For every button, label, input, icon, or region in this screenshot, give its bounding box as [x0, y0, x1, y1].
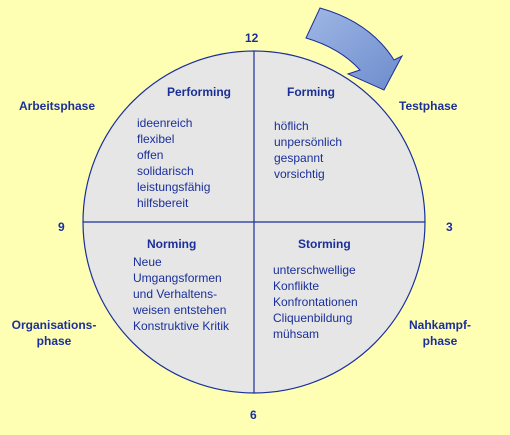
list-item: unpersönlich [274, 135, 343, 149]
list-item: ideenreich [137, 116, 193, 130]
list-item: Cliquenbildung [273, 311, 353, 325]
quadrant-title-norming: Norming [147, 237, 197, 251]
list-item: unterschwellige [273, 263, 356, 277]
list-item: Konfrontationen [273, 295, 358, 309]
phase-label-testphase: Testphase [399, 99, 458, 113]
phase-label-line: phase [422, 334, 458, 348]
list-item: leistungsfähig [137, 180, 211, 194]
quadrant-list-performing: ideenreich flexibel offen solidarisch le… [137, 115, 210, 211]
list-item: gespannt [274, 151, 324, 165]
quadrant-title-storming: Storming [298, 237, 351, 251]
phase-label-arbeitsphase: Arbeitsphase [19, 99, 96, 113]
list-item: Umgangsformen [133, 271, 222, 285]
list-item: hilfsbereit [137, 196, 189, 210]
list-item: Neue [133, 255, 162, 269]
list-item: flexibel [137, 132, 175, 146]
phase-label-nahkampfphase: Nahkampf- phase [398, 317, 482, 349]
list-item: solidarisch [137, 164, 194, 178]
quadrant-title-performing: Performing [167, 85, 232, 99]
list-item: Konstruktive Kritik [133, 319, 230, 333]
list-item: höflich [274, 119, 309, 133]
list-item: weisen entstehen [133, 303, 227, 317]
clockwise-arrow-icon [305, 7, 404, 91]
quadrant-title-forming: Forming [287, 85, 335, 99]
phase-label-line: Nahkampf- [408, 318, 471, 332]
list-item: vorsichtig [274, 167, 325, 181]
quadrant-list-forming: höflich unpersönlich gespannt vorsichtig [274, 118, 342, 182]
clock-number-3: 3 [446, 220, 453, 234]
quadrant-list-norming: Neue Umgangsformen und Verhaltens- weise… [133, 254, 229, 334]
clock-number-9: 9 [58, 220, 65, 234]
phase-label-line: phase [36, 334, 72, 348]
phase-label-organisationsphase: Organisations- phase [4, 317, 104, 349]
list-item: offen [137, 148, 164, 162]
clock-number-6: 6 [250, 408, 257, 422]
list-item: Konflikte [273, 279, 320, 293]
quadrant-list-storming: unterschwellige Konflikte Konfrontatione… [273, 262, 358, 342]
clock-number-12: 12 [245, 31, 259, 45]
list-item: mühsam [273, 327, 320, 341]
phase-label-line: Organisations- [11, 318, 97, 332]
list-item: und Verhaltens- [133, 287, 218, 301]
